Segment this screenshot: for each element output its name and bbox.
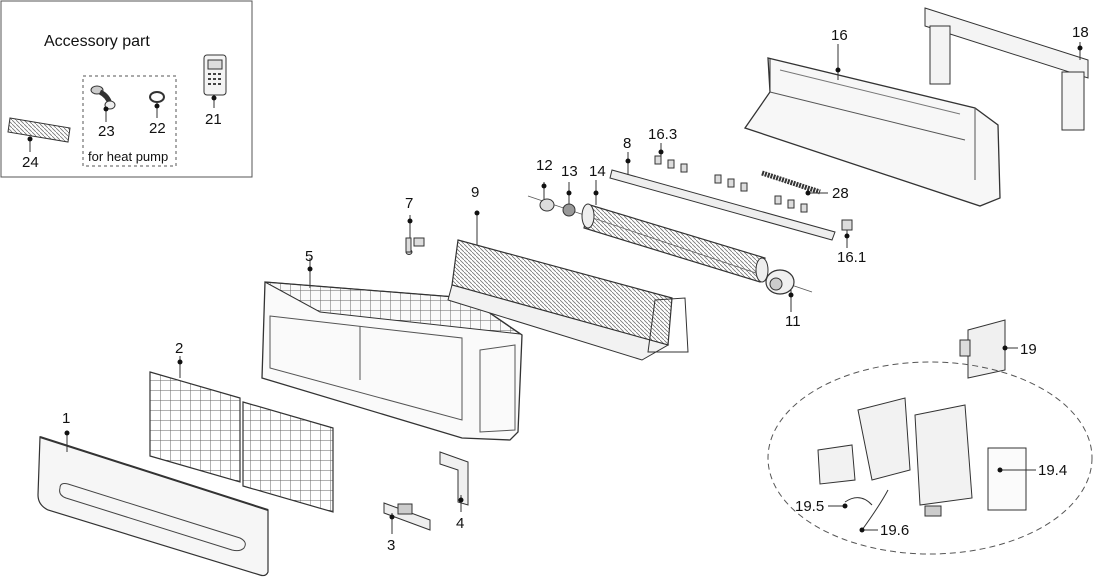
label-16-1: 16.1 xyxy=(837,249,867,266)
part-3-bracket xyxy=(383,502,431,534)
control-parts-group xyxy=(767,361,1093,555)
label-24: 24 xyxy=(22,154,39,171)
part-22-ring xyxy=(149,91,165,118)
label-22: 22 xyxy=(149,120,166,137)
label-19-6: 19.6 xyxy=(880,522,910,539)
part-23-fitting xyxy=(90,85,116,122)
label-4: 4 xyxy=(456,515,465,532)
label-8: 8 xyxy=(623,135,632,152)
part-24-strip xyxy=(7,117,71,152)
part-19-control-box xyxy=(959,319,1018,379)
label-23: 23 xyxy=(98,123,115,140)
label-5: 5 xyxy=(305,248,314,265)
part-2-filters xyxy=(149,356,334,513)
part-13-bushing xyxy=(562,182,576,217)
label-1: 1 xyxy=(62,410,71,427)
part-21-remote xyxy=(203,54,227,108)
label-3: 3 xyxy=(387,537,396,554)
label-13: 13 xyxy=(561,163,578,180)
label-14: 14 xyxy=(589,163,606,180)
label-19-5: 19.5 xyxy=(795,498,825,515)
label-18: 18 xyxy=(1072,24,1089,41)
label-16: 16 xyxy=(831,27,848,44)
label-7: 7 xyxy=(405,195,414,212)
label-16-3: 16.3 xyxy=(648,126,678,143)
label-2: 2 xyxy=(175,340,184,357)
part-8-louver xyxy=(609,152,836,241)
accessory-box xyxy=(0,0,253,178)
label-28: 28 xyxy=(832,185,849,202)
label-11: 11 xyxy=(785,313,801,330)
part-12-bearing xyxy=(539,182,555,212)
accessory-title: Accessory part xyxy=(44,33,150,50)
part-7-screws xyxy=(405,215,425,255)
part-9-evaporator xyxy=(447,210,689,361)
part-14-cross-flow-fan xyxy=(581,180,769,283)
part-1-front-panel xyxy=(37,430,269,577)
heat-pump-note: for heat pump xyxy=(88,149,169,164)
part-28-drive-rod xyxy=(761,170,828,196)
part-5-chassis xyxy=(261,258,523,441)
part-18-mounting-plate xyxy=(924,7,1089,131)
part-16-housing xyxy=(743,44,1001,207)
label-21: 21 xyxy=(205,111,222,128)
part-4-cover xyxy=(439,451,469,512)
part-11-fan-motor xyxy=(765,269,795,312)
label-12: 12 xyxy=(536,157,553,174)
part-16-3-blades xyxy=(654,143,808,213)
label-9: 9 xyxy=(471,184,480,201)
part-16-1-clip xyxy=(841,219,853,248)
label-19-4: 19.4 xyxy=(1038,462,1068,479)
label-19: 19 xyxy=(1020,341,1037,358)
